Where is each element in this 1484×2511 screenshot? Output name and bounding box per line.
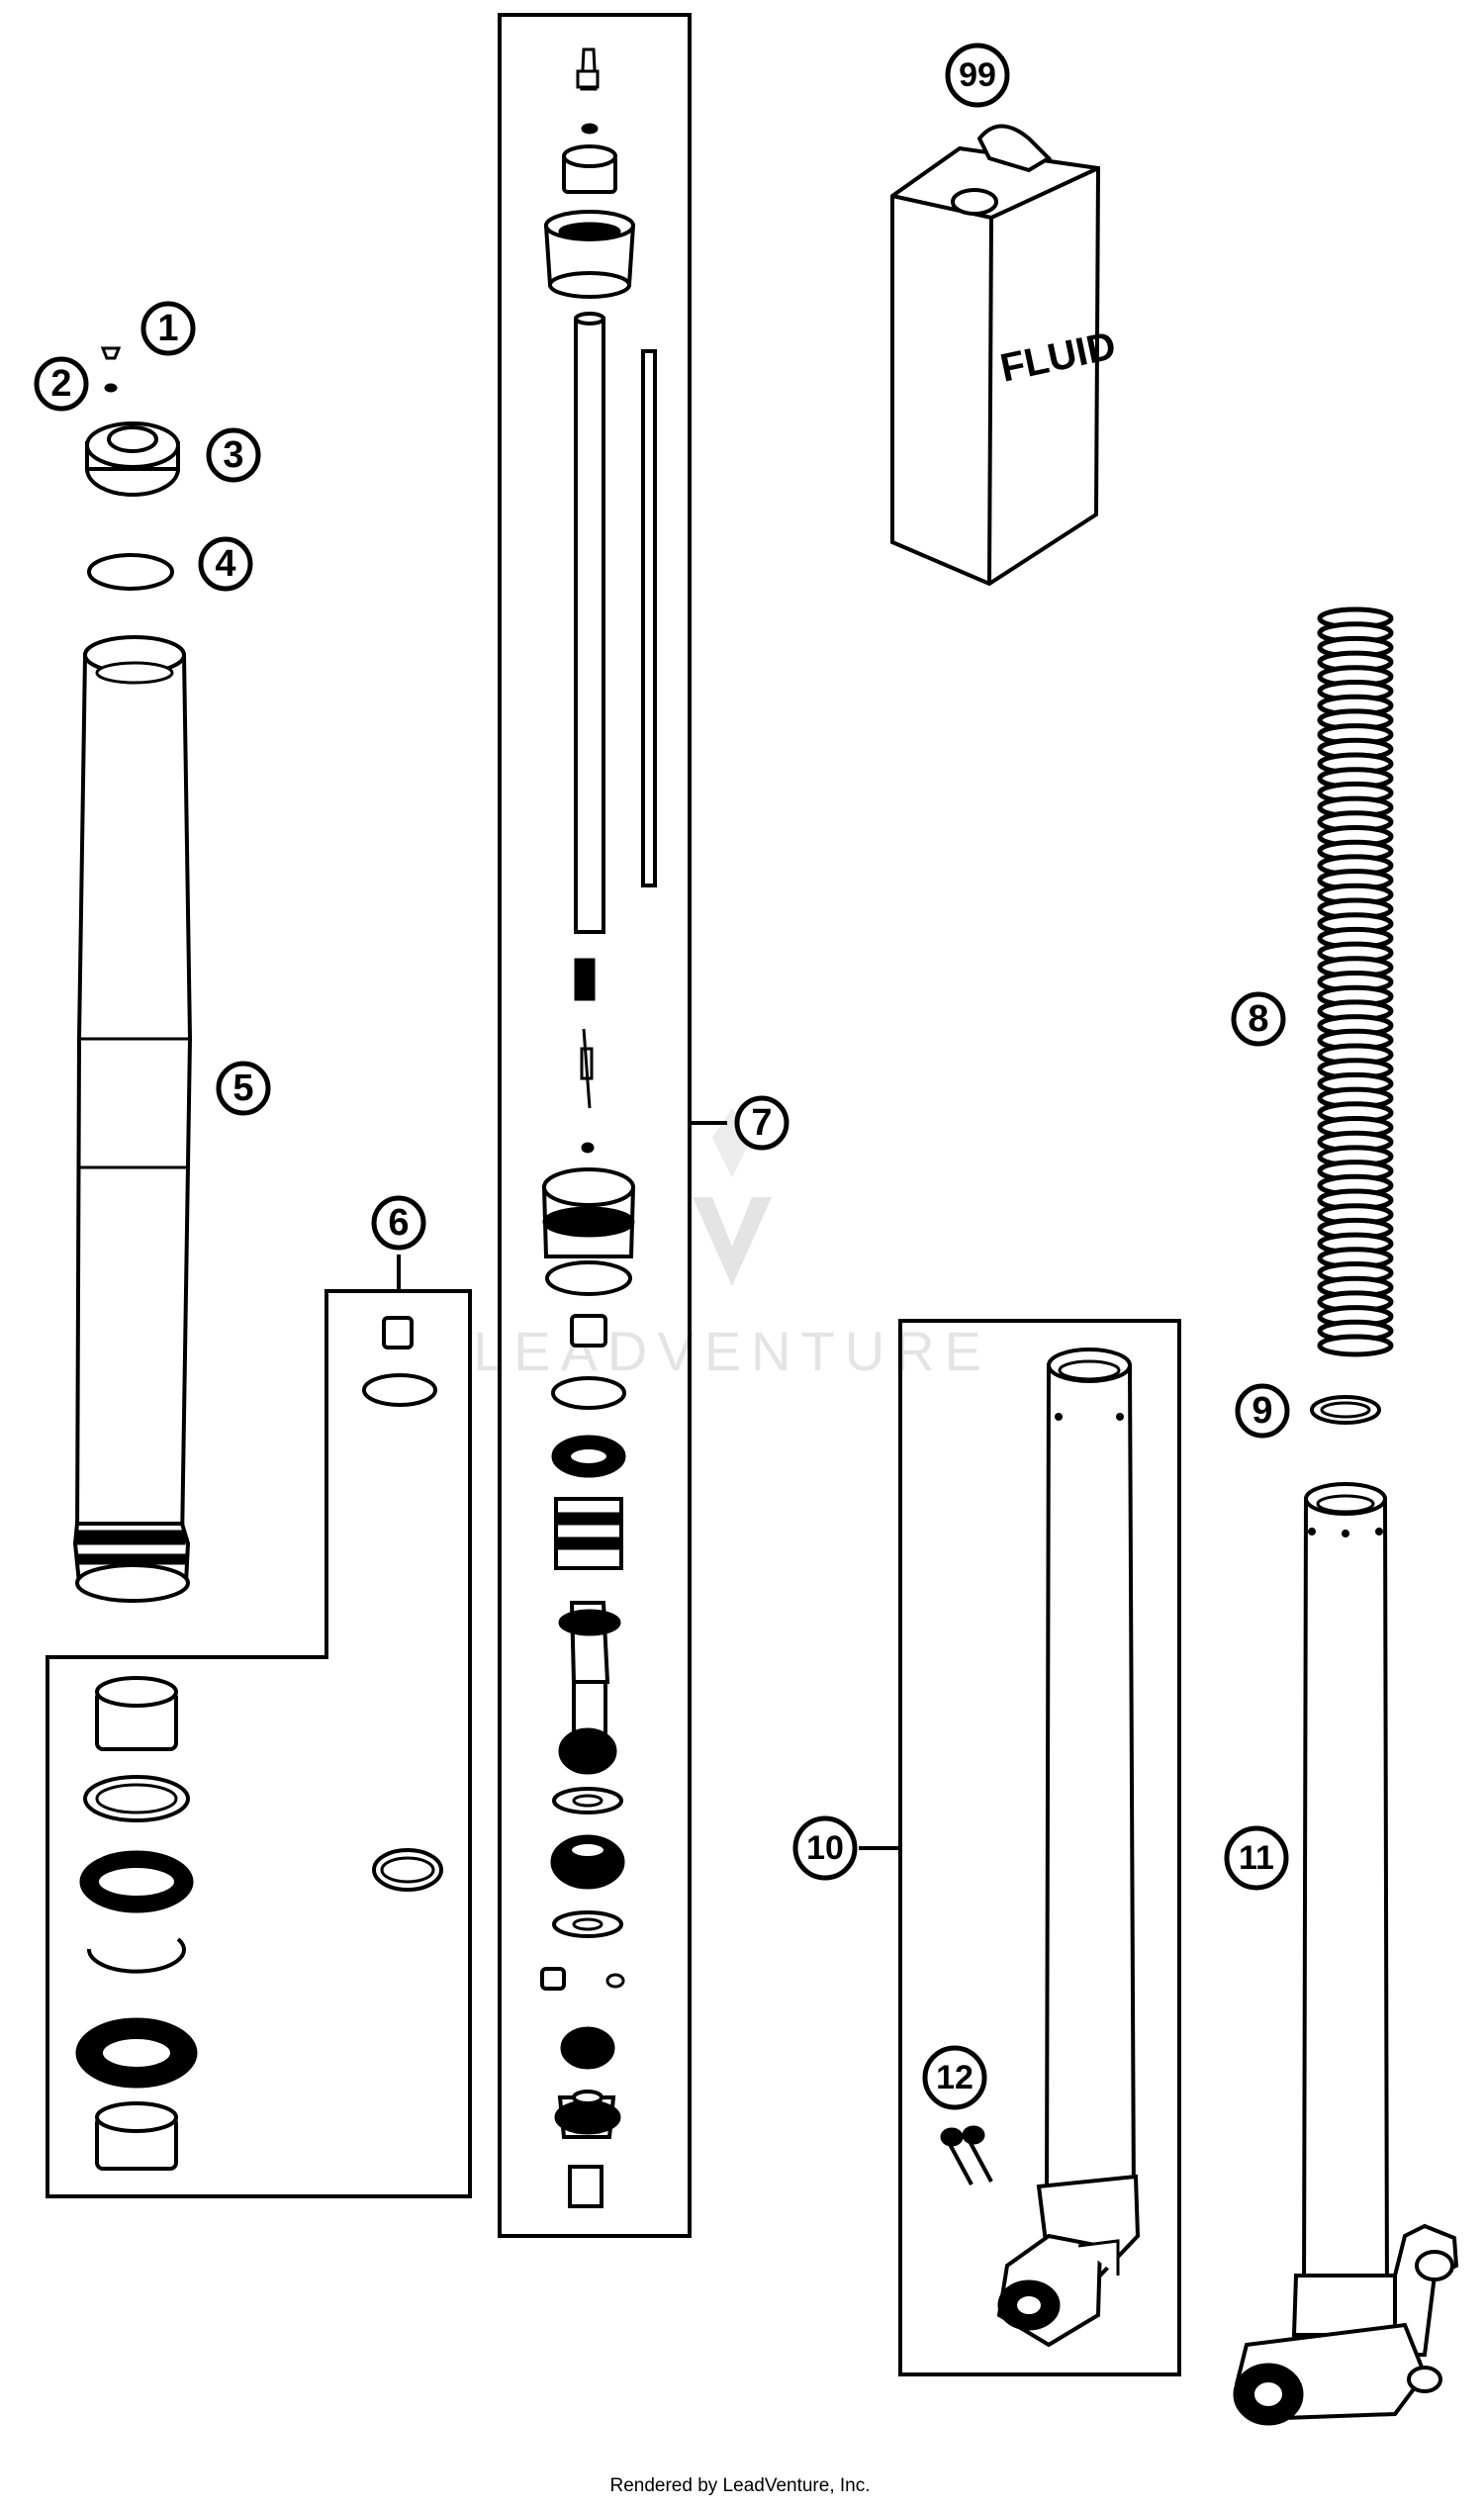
svg-text:8: 8 (1248, 998, 1268, 1040)
part-3-screw-cap (85, 421, 180, 497)
callout-10: 10 (792, 1815, 858, 1881)
part-5-outer-tube (72, 635, 193, 1603)
callout-4: 4 (198, 536, 253, 592)
callout-5: 5 (216, 1061, 271, 1116)
svg-text:10: 10 (806, 1829, 844, 1867)
part-99-fluid-can: FLUID (890, 124, 1120, 587)
svg-text:5: 5 (232, 1068, 253, 1109)
watermark: LEADVENTURE (473, 1108, 991, 1382)
svg-text:4: 4 (215, 543, 235, 585)
callout-6: 6 (371, 1195, 426, 1251)
part-11-inner-tube (1233, 1482, 1459, 2426)
part-9-ring (1310, 1395, 1381, 1425)
svg-text:12: 12 (936, 2059, 974, 2096)
callout-99: 99 (945, 43, 1010, 108)
svg-text:11: 11 (1239, 1839, 1274, 1877)
part-10-inner-tube (996, 1348, 1141, 2348)
spring-coil (1317, 1334, 1394, 1357)
part-8-spring (1317, 606, 1394, 1357)
callout-9: 9 (1235, 1383, 1290, 1439)
part-1-screw (100, 346, 122, 360)
part-12-screws (940, 2125, 993, 2186)
callout-1: 1 (140, 301, 196, 356)
callout-2: 2 (34, 356, 89, 412)
callout-8: 8 (1231, 991, 1286, 1047)
part-6-components (75, 1316, 443, 2171)
svg-text:3: 3 (223, 434, 243, 476)
part-6-kit-frame (46, 1289, 472, 2198)
svg-text:99: 99 (959, 56, 996, 94)
callout-12: 12 (922, 2045, 987, 2110)
leader-lines (397, 1121, 902, 1850)
svg-text:6: 6 (388, 1202, 409, 1244)
svg-text:1: 1 (157, 308, 178, 349)
callout-11: 11 (1224, 1825, 1289, 1891)
callout-7: 7 (734, 1095, 789, 1151)
svg-text:2: 2 (50, 363, 71, 405)
svg-text:9: 9 (1252, 1390, 1272, 1432)
footer-credit: Rendered by LeadVenture, Inc. (609, 2475, 870, 2496)
svg-text:7: 7 (751, 1102, 772, 1144)
callout-3: 3 (206, 427, 261, 483)
part-7-components (540, 47, 657, 2208)
watermark-text: LEADVENTURE (473, 1320, 991, 1382)
part-7-kit-frame (498, 13, 692, 2238)
part-2-seal (104, 383, 118, 393)
part-4-o-ring (87, 553, 174, 591)
